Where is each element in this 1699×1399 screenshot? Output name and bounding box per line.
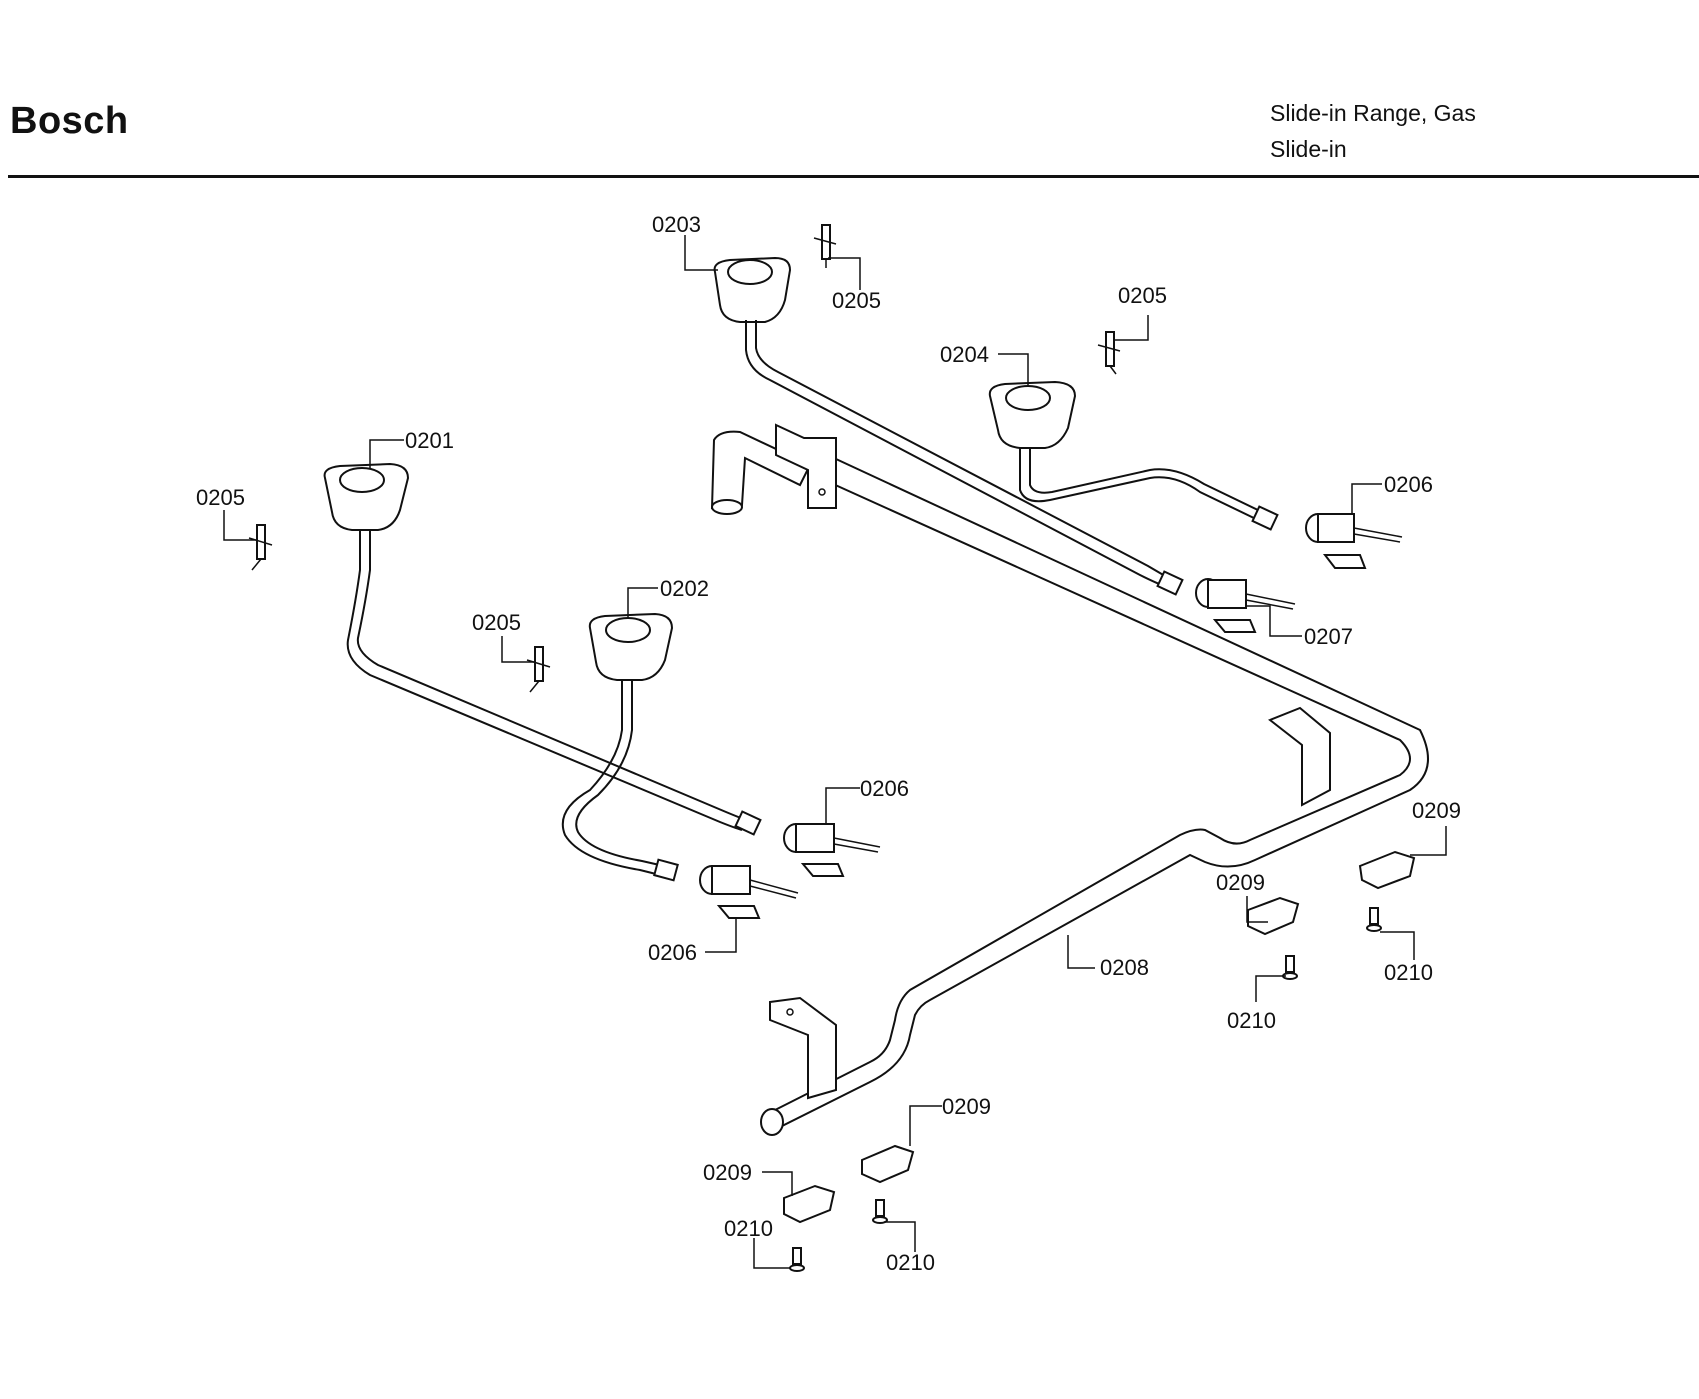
callout-0206-right: 0206 bbox=[1384, 472, 1433, 497]
screw-0210-lower-right bbox=[872, 1199, 888, 1224]
callout-0204: 0204 bbox=[940, 342, 989, 367]
callout-labels: 0203 0205 0205 0204 0201 0205 0202 0205 … bbox=[196, 212, 1461, 1275]
callout-0206-middle: 0206 bbox=[860, 776, 909, 801]
manifold-pipe bbox=[710, 423, 1429, 1136]
callout-0210-mid: 0210 bbox=[1227, 1008, 1276, 1033]
electrode-0205-center bbox=[526, 646, 551, 693]
callout-0205-top: 0205 bbox=[832, 288, 881, 313]
callout-0207: 0207 bbox=[1304, 624, 1353, 649]
screw-0210-mid bbox=[1282, 955, 1298, 980]
callout-0209-right: 0209 bbox=[1412, 798, 1461, 823]
valve-0206-right bbox=[1305, 513, 1403, 569]
valve-0207 bbox=[1195, 578, 1296, 633]
valve-0206-middle bbox=[783, 823, 881, 877]
page-header: Bosch Slide-in Range, Gas Slide-in bbox=[0, 0, 1699, 180]
callout-0205-right: 0205 bbox=[1118, 283, 1167, 308]
callout-0206-lower: 0206 bbox=[648, 940, 697, 965]
screw-0210-right bbox=[1366, 907, 1382, 932]
model-title: Slide-in Range, Gas bbox=[1270, 100, 1476, 126]
leader-lines bbox=[223, 235, 1447, 1269]
burner-valve-0201 bbox=[323, 462, 762, 836]
model-subtitle: Slide-in bbox=[1270, 136, 1347, 162]
burner-valve-0203 bbox=[713, 256, 1184, 596]
valve-0206-lower bbox=[699, 865, 799, 919]
callout-0205-center: 0205 bbox=[472, 610, 521, 635]
callout-0210-lower-right: 0210 bbox=[886, 1250, 935, 1275]
burner-valve-0202 bbox=[561, 612, 679, 882]
electrode-0205-left bbox=[248, 524, 273, 571]
electrode-0205-right bbox=[1097, 331, 1121, 375]
callout-0209-lower-left: 0209 bbox=[703, 1160, 752, 1185]
clip-0209-lower-right bbox=[861, 1144, 915, 1184]
callout-0210-right: 0210 bbox=[1384, 960, 1433, 985]
screw-0210-lower-left bbox=[789, 1247, 805, 1272]
brand-name: Bosch bbox=[10, 100, 129, 142]
header-rule bbox=[8, 175, 1699, 178]
callout-0208: 0208 bbox=[1100, 955, 1149, 980]
clip-0209-mid bbox=[1247, 896, 1300, 936]
callout-0209-mid: 0209 bbox=[1216, 870, 1265, 895]
clip-0209-right bbox=[1358, 850, 1416, 890]
callout-0205-left: 0205 bbox=[196, 485, 245, 510]
electrode-0205-top bbox=[813, 224, 837, 268]
callout-0210-lower-left: 0210 bbox=[724, 1216, 773, 1241]
burner-valve-0204 bbox=[988, 380, 1279, 531]
callout-0201: 0201 bbox=[405, 428, 454, 453]
clip-0209-lower-left bbox=[783, 1184, 836, 1224]
callout-0203: 0203 bbox=[652, 212, 701, 237]
callout-0202: 0202 bbox=[660, 576, 709, 601]
callout-0209-lower-right: 0209 bbox=[942, 1094, 991, 1119]
